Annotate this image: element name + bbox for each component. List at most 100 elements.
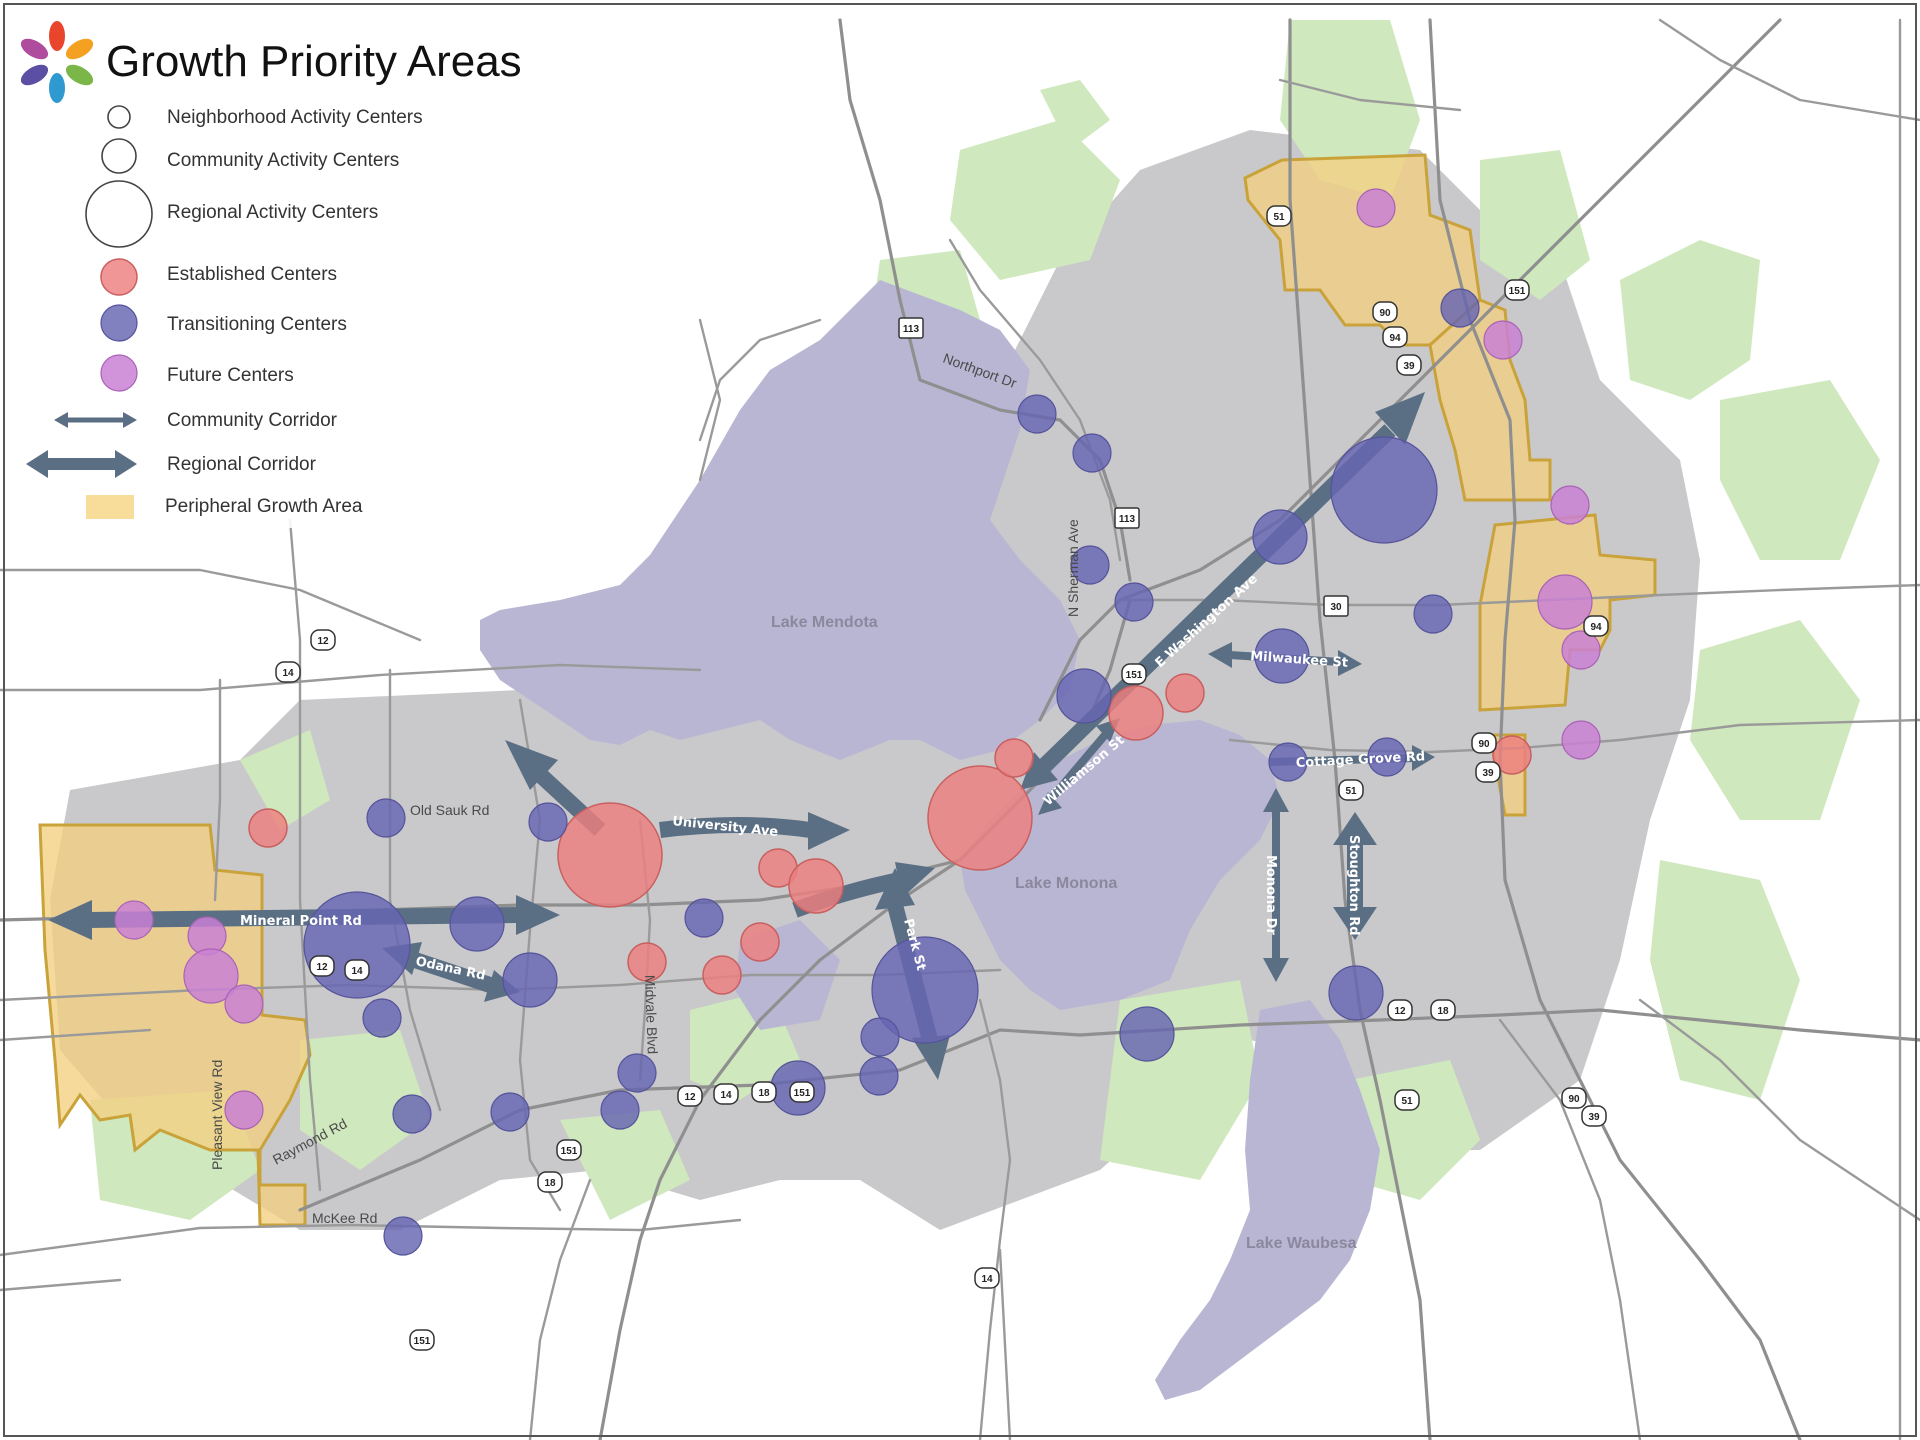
corridor-arrowhead xyxy=(1020,752,1058,790)
transitioning-center xyxy=(1072,433,1112,473)
svg-text:14: 14 xyxy=(351,966,363,977)
transitioning-center xyxy=(1070,545,1110,585)
corridor-arrowhead xyxy=(1412,745,1435,771)
lake-labels: Lake Mendota Lake Monona Lake Waubesa xyxy=(771,614,1357,1252)
legend-label: Future Centers xyxy=(167,365,294,386)
transitioning-center xyxy=(1252,509,1308,565)
road-label-mineral-point: Mineral Point Rd xyxy=(240,914,362,929)
highway-shield: 151 xyxy=(1121,663,1147,685)
established-center xyxy=(557,802,663,908)
svg-text:90: 90 xyxy=(1478,739,1490,750)
svg-text:94: 94 xyxy=(1389,333,1401,344)
highway-shield: 51 xyxy=(1266,205,1292,227)
highway-shield: 18 xyxy=(751,1081,777,1103)
highway-shield: 12 xyxy=(677,1085,703,1107)
transitioning-center xyxy=(1017,394,1057,434)
legend-swatch-established xyxy=(100,258,138,296)
road-label-midvale: Midvale Blvd xyxy=(642,975,661,1055)
corridor-arrowhead xyxy=(1333,812,1377,845)
lake-monona xyxy=(960,720,1280,1010)
highway-shield: 90 xyxy=(1561,1087,1587,1109)
highway-shield: 51 xyxy=(1338,779,1364,801)
established-center xyxy=(702,955,742,995)
lake-monona-label: Lake Monona xyxy=(1015,875,1117,892)
highway-shield: 14 xyxy=(713,1083,739,1105)
transitioning-center xyxy=(392,1094,432,1134)
transitioning-center xyxy=(859,1056,899,1096)
established-center xyxy=(994,738,1034,778)
transitioning-center xyxy=(860,1017,900,1057)
legend-swatch-regional-corridor xyxy=(26,450,137,478)
road-label-cottage-grove: Cottage Grove Rd xyxy=(1295,749,1425,771)
transitioning-center xyxy=(1268,742,1308,782)
highway-shield: 151 xyxy=(409,1329,435,1351)
corridor-odana xyxy=(412,952,493,993)
svg-text:12: 12 xyxy=(684,1092,696,1103)
svg-text:51: 51 xyxy=(1401,1096,1413,1107)
highway-shield: 151 xyxy=(556,1139,582,1161)
svg-text:14: 14 xyxy=(282,668,294,679)
svg-text:151: 151 xyxy=(794,1088,811,1099)
road-label-mckee: McKee Rd xyxy=(312,1210,377,1226)
svg-text:113: 113 xyxy=(1119,514,1136,525)
transitioning-center xyxy=(1413,594,1453,634)
future-center xyxy=(1537,574,1593,630)
legend-label: Neighborhood Activity Centers xyxy=(167,107,423,128)
corridor-university xyxy=(659,817,812,838)
legend-label: Established Centers xyxy=(167,264,337,285)
future-center xyxy=(224,1090,264,1130)
road-label-stoughton: Stoughton Rd xyxy=(1346,835,1361,936)
highway-shield: 39 xyxy=(1581,1105,1607,1127)
highway-shield: 113 xyxy=(898,317,924,339)
svg-text:51: 51 xyxy=(1273,212,1285,223)
svg-text:94: 94 xyxy=(1590,622,1602,633)
svg-text:151: 151 xyxy=(561,1146,578,1157)
road-label-pleasant-view: Pleasant View Rd xyxy=(209,1060,225,1170)
highway-shield: 39 xyxy=(1396,354,1422,376)
highway-shield: 12 xyxy=(310,629,336,651)
transitioning-center xyxy=(1119,1006,1175,1062)
future-center xyxy=(1356,188,1396,228)
svg-text:18: 18 xyxy=(758,1088,770,1099)
activity-centers xyxy=(114,188,1601,1256)
svg-text:51: 51 xyxy=(1345,786,1357,797)
transitioning-center xyxy=(1056,668,1112,724)
logo xyxy=(20,21,94,103)
legend-swatch-transitioning xyxy=(100,304,138,342)
highway-shield: 14 xyxy=(974,1267,1000,1289)
transitioning-center xyxy=(383,1216,423,1256)
corridor-arrowhead xyxy=(1263,958,1289,982)
map-title: Growth Priority Areas xyxy=(106,37,522,86)
svg-text:30: 30 xyxy=(1330,602,1342,613)
svg-text:90: 90 xyxy=(1379,308,1391,319)
svg-text:18: 18 xyxy=(544,1178,556,1189)
transitioning-center xyxy=(490,1092,530,1132)
established-center xyxy=(1492,735,1532,775)
transitioning-center xyxy=(1367,737,1407,777)
transitioning-center xyxy=(366,798,406,838)
legend-label: Community Corridor xyxy=(167,410,338,431)
highway-shield: 14 xyxy=(275,661,301,683)
highway-shield: 30 xyxy=(1323,595,1349,617)
future-center xyxy=(114,900,154,940)
highway-shield: 90 xyxy=(1372,301,1398,323)
lake-mendota-label: Lake Mendota xyxy=(771,614,878,631)
transitioning-center xyxy=(684,898,724,938)
svg-text:14: 14 xyxy=(981,1274,993,1285)
peripheral-growth-east-upper xyxy=(1428,298,1552,502)
transitioning-center xyxy=(600,1090,640,1130)
corridor-arrowhead xyxy=(1333,907,1377,940)
legend-swatch-regional xyxy=(85,180,153,248)
legend-swatch-peripheral xyxy=(86,495,134,519)
corridor-arrowhead xyxy=(912,1035,950,1080)
established-center xyxy=(927,765,1033,871)
corridor-arrowhead xyxy=(1375,392,1425,445)
svg-text:151: 151 xyxy=(1126,670,1143,681)
corridor-arrowhead xyxy=(1338,650,1362,676)
future-center xyxy=(1561,720,1601,760)
svg-text:39: 39 xyxy=(1403,361,1415,372)
road-label-milwaukee: Milwaukee St xyxy=(1250,649,1349,671)
svg-text:18: 18 xyxy=(1437,1006,1449,1017)
future-center xyxy=(183,948,239,1004)
transitioning-center xyxy=(449,896,505,952)
